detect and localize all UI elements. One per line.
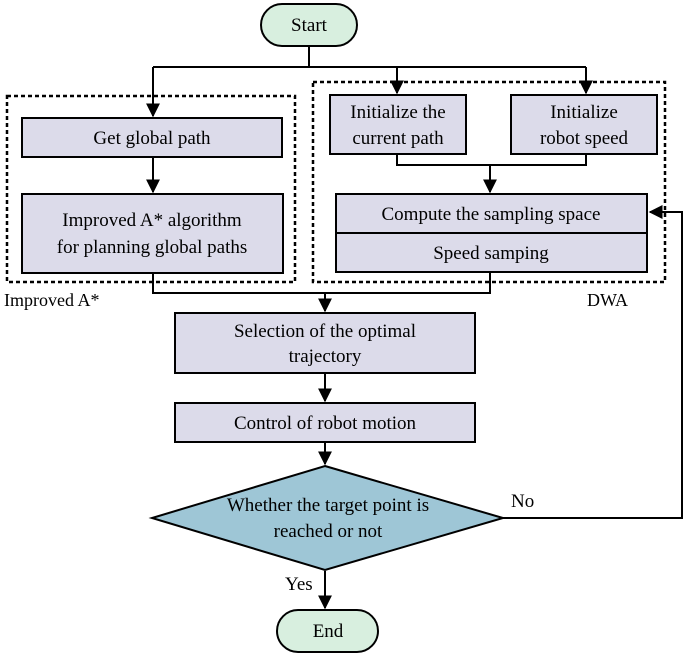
init-path-line1: Initialize the <box>350 102 445 123</box>
improved-astar-group-label: Improved A* <box>4 290 99 310</box>
start-label: Start <box>291 15 328 36</box>
no-loop-line <box>503 205 683 519</box>
astar-merge-line <box>152 272 491 294</box>
init-speed-line2: robot speed <box>540 128 629 149</box>
selection-line2: trajectory <box>289 346 362 367</box>
speed-sampling-label: Speed samping <box>433 243 549 264</box>
no-label: No <box>511 491 534 512</box>
decision-line1: Whether the target point is <box>227 495 429 516</box>
get-global-path-node: Get global path <box>21 117 283 158</box>
end-label: End <box>313 621 344 642</box>
start-node: Start <box>260 3 358 47</box>
control-label: Control of robot motion <box>234 413 417 434</box>
improved-astar-line2: for planning global paths <box>57 237 248 258</box>
compute-sampling-label: Compute the sampling space <box>382 204 601 225</box>
yes-label: Yes <box>285 574 313 595</box>
improved-astar-node: Improved A* algorithm for planning globa… <box>21 193 284 274</box>
get-global-path-label: Get global path <box>93 128 211 149</box>
init-merge-line <box>396 154 587 166</box>
control-node: Control of robot motion <box>174 402 476 443</box>
selection-node: Selection of the optimal trajectory <box>174 312 476 374</box>
dwa-group-label: DWA <box>587 290 628 310</box>
improved-astar-group-box <box>5 94 297 284</box>
init-path-node: Initialize the current path <box>329 94 467 155</box>
connectors <box>146 46 683 610</box>
decision-line2: reached or not <box>274 521 383 542</box>
improved-astar-line1: Improved A* algorithm <box>62 210 242 231</box>
init-speed-line1: Initialize <box>550 102 618 123</box>
init-speed-node: Initialize robot speed <box>510 94 658 155</box>
selection-line1: Selection of the optimal <box>234 321 416 342</box>
decision-node: Whether the target point is reached or n… <box>148 464 507 572</box>
sampling-node: Compute the sampling space Speed samping <box>335 193 648 273</box>
end-node: End <box>276 609 379 653</box>
init-path-line2: current path <box>352 128 444 149</box>
